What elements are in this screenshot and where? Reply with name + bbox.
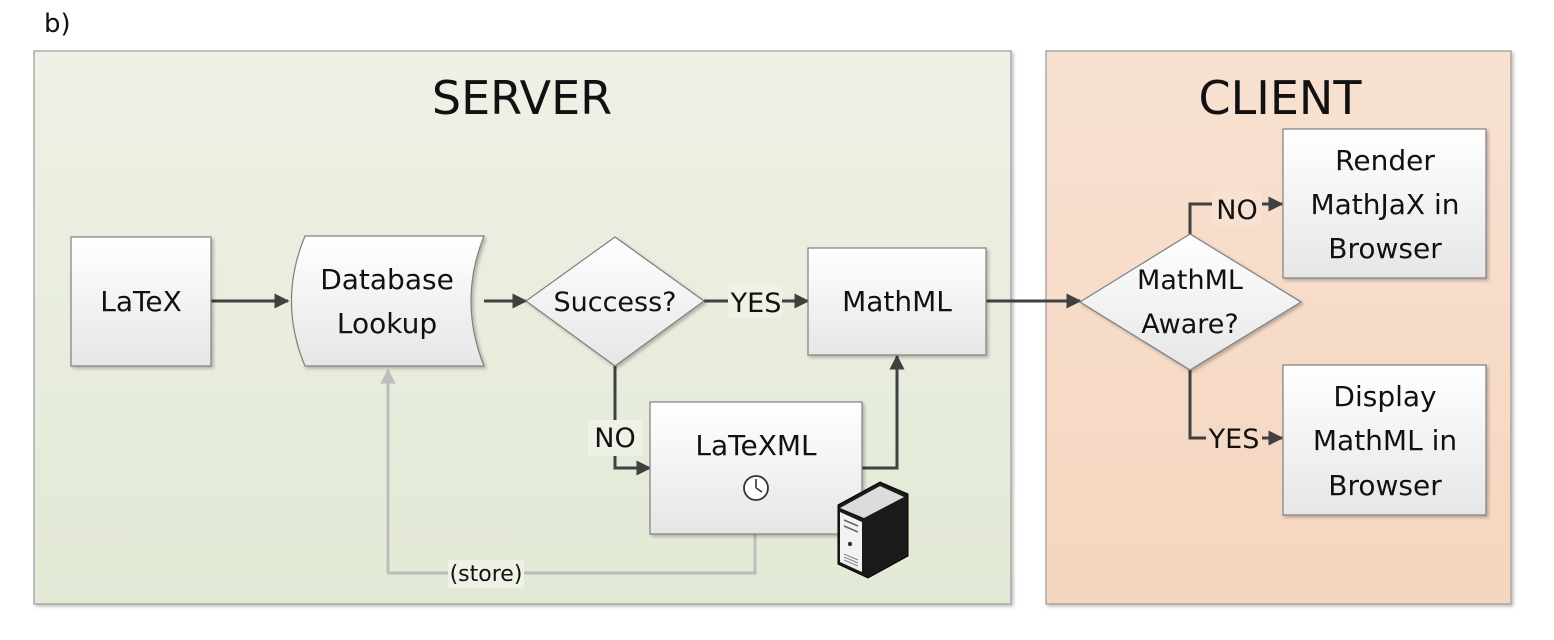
client-yes-label: YES	[1208, 424, 1260, 455]
database-lookup-shape	[290, 235, 485, 367]
store-label: (store)	[450, 562, 523, 587]
latex-label: LaTeX	[100, 285, 182, 318]
database-label-line2: Lookup	[337, 307, 437, 340]
mathml-label: MathML	[842, 285, 952, 318]
server-yes-label-bg	[728, 284, 782, 318]
client-yes-label-bg	[1206, 421, 1262, 457]
latexml-label: LaTeXML	[695, 429, 817, 462]
client-no-label: NO	[1216, 195, 1257, 226]
aware-label-line2: Aware?	[1141, 309, 1238, 340]
client-title: CLIENT	[1199, 71, 1363, 125]
mathml-aware-decision	[1078, 233, 1303, 371]
display-line3: Browser	[1328, 469, 1442, 502]
render-line2: MathJaX in	[1310, 188, 1459, 221]
display-mathml-box	[1282, 364, 1487, 516]
latexml-box	[649, 401, 863, 535]
render-line1: Render	[1335, 144, 1435, 177]
render-mathjax-box	[1282, 128, 1487, 279]
server-yes-label: YES	[730, 288, 782, 319]
database-label-line1: Database	[320, 263, 454, 296]
display-line1: Display	[1333, 380, 1436, 413]
panel-label: b)	[44, 9, 71, 39]
arrow-latexml-to-mathml	[862, 354, 905, 470]
latex-box	[70, 236, 212, 367]
store-label-bg	[448, 560, 524, 588]
arrow-success-no-to-latexml	[613, 366, 652, 476]
render-line3: Browser	[1328, 232, 1442, 265]
aware-label-line1: MathML	[1137, 265, 1243, 296]
server-title: SERVER	[432, 71, 612, 125]
clock-icon	[743, 475, 769, 501]
server-computer-icon	[837, 481, 909, 579]
success-label: Success?	[553, 287, 676, 318]
mathml-box	[807, 247, 987, 356]
success-decision	[524, 236, 706, 367]
store-feedback-arrow	[380, 368, 757, 575]
display-line2: MathML in	[1313, 424, 1457, 457]
server-no-label: NO	[594, 423, 635, 454]
server-no-label-bg	[588, 420, 642, 456]
client-no-label-bg	[1212, 190, 1262, 226]
